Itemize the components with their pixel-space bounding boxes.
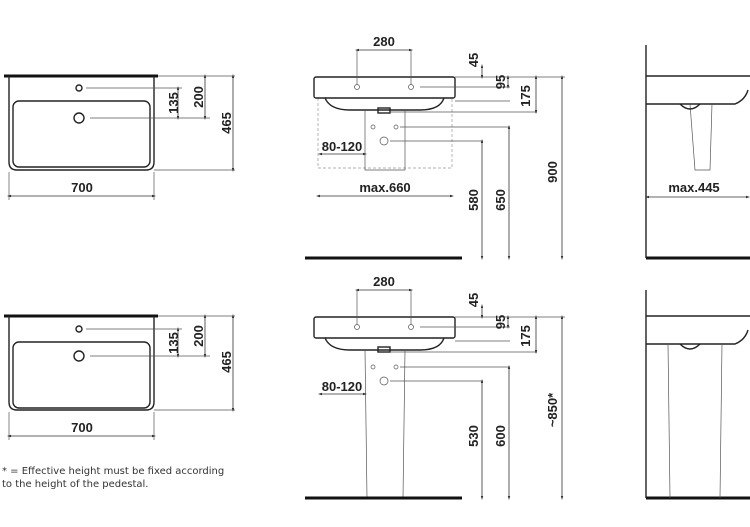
dim-580: 580 (466, 189, 481, 211)
dim-200: 200 (191, 86, 206, 108)
dim-175: 175 (518, 85, 533, 107)
front-view-bottom: 280 45 95 175 ~850* 530 600 80-120 (305, 274, 565, 500)
dim-900: 900 (545, 161, 560, 183)
dim-135: 135 (166, 332, 181, 354)
side-view-bottom (645, 290, 750, 500)
side-view-top: max.445 (645, 45, 750, 260)
plan-view-bottom: 135 200 465 700 (4, 314, 235, 440)
dim-280: 280 (373, 274, 395, 289)
dim-80-120: 80-120 (322, 379, 362, 394)
drain-icon (73, 350, 85, 362)
tap-hole-icon (75, 325, 83, 333)
dim-max-445: max.445 (668, 180, 719, 195)
dim-95: 95 (493, 75, 508, 89)
plan-view-top: 135 200 465 700 (4, 74, 235, 200)
dim-465: 465 (219, 351, 234, 373)
footnote-line-2: to the height of the pedestal. (2, 479, 148, 490)
footnote-line-1: * = Effective height must be fixed accor… (2, 466, 224, 477)
dim-700: 700 (71, 420, 93, 435)
dim-600: 600 (493, 425, 508, 447)
dim-850: ~850* (545, 392, 560, 427)
dim-200: 200 (191, 325, 206, 347)
dim-135: 135 (166, 92, 181, 114)
dim-700: 700 (71, 180, 93, 195)
dim-80-120: 80-120 (322, 139, 362, 154)
drain-icon (73, 112, 85, 124)
dim-max-660: max.660 (359, 180, 410, 195)
front-view-top: 280 45 95 175 900 580 650 80-120 max.660 (305, 34, 565, 260)
dim-45: 45 (466, 293, 481, 307)
dim-280: 280 (373, 34, 395, 49)
dim-95: 95 (493, 315, 508, 329)
dim-45: 45 (466, 53, 481, 67)
dim-175: 175 (518, 325, 533, 347)
dim-530: 530 (466, 425, 481, 447)
dim-465: 465 (219, 112, 234, 134)
dim-650: 650 (493, 189, 508, 211)
tap-hole-icon (75, 84, 83, 92)
